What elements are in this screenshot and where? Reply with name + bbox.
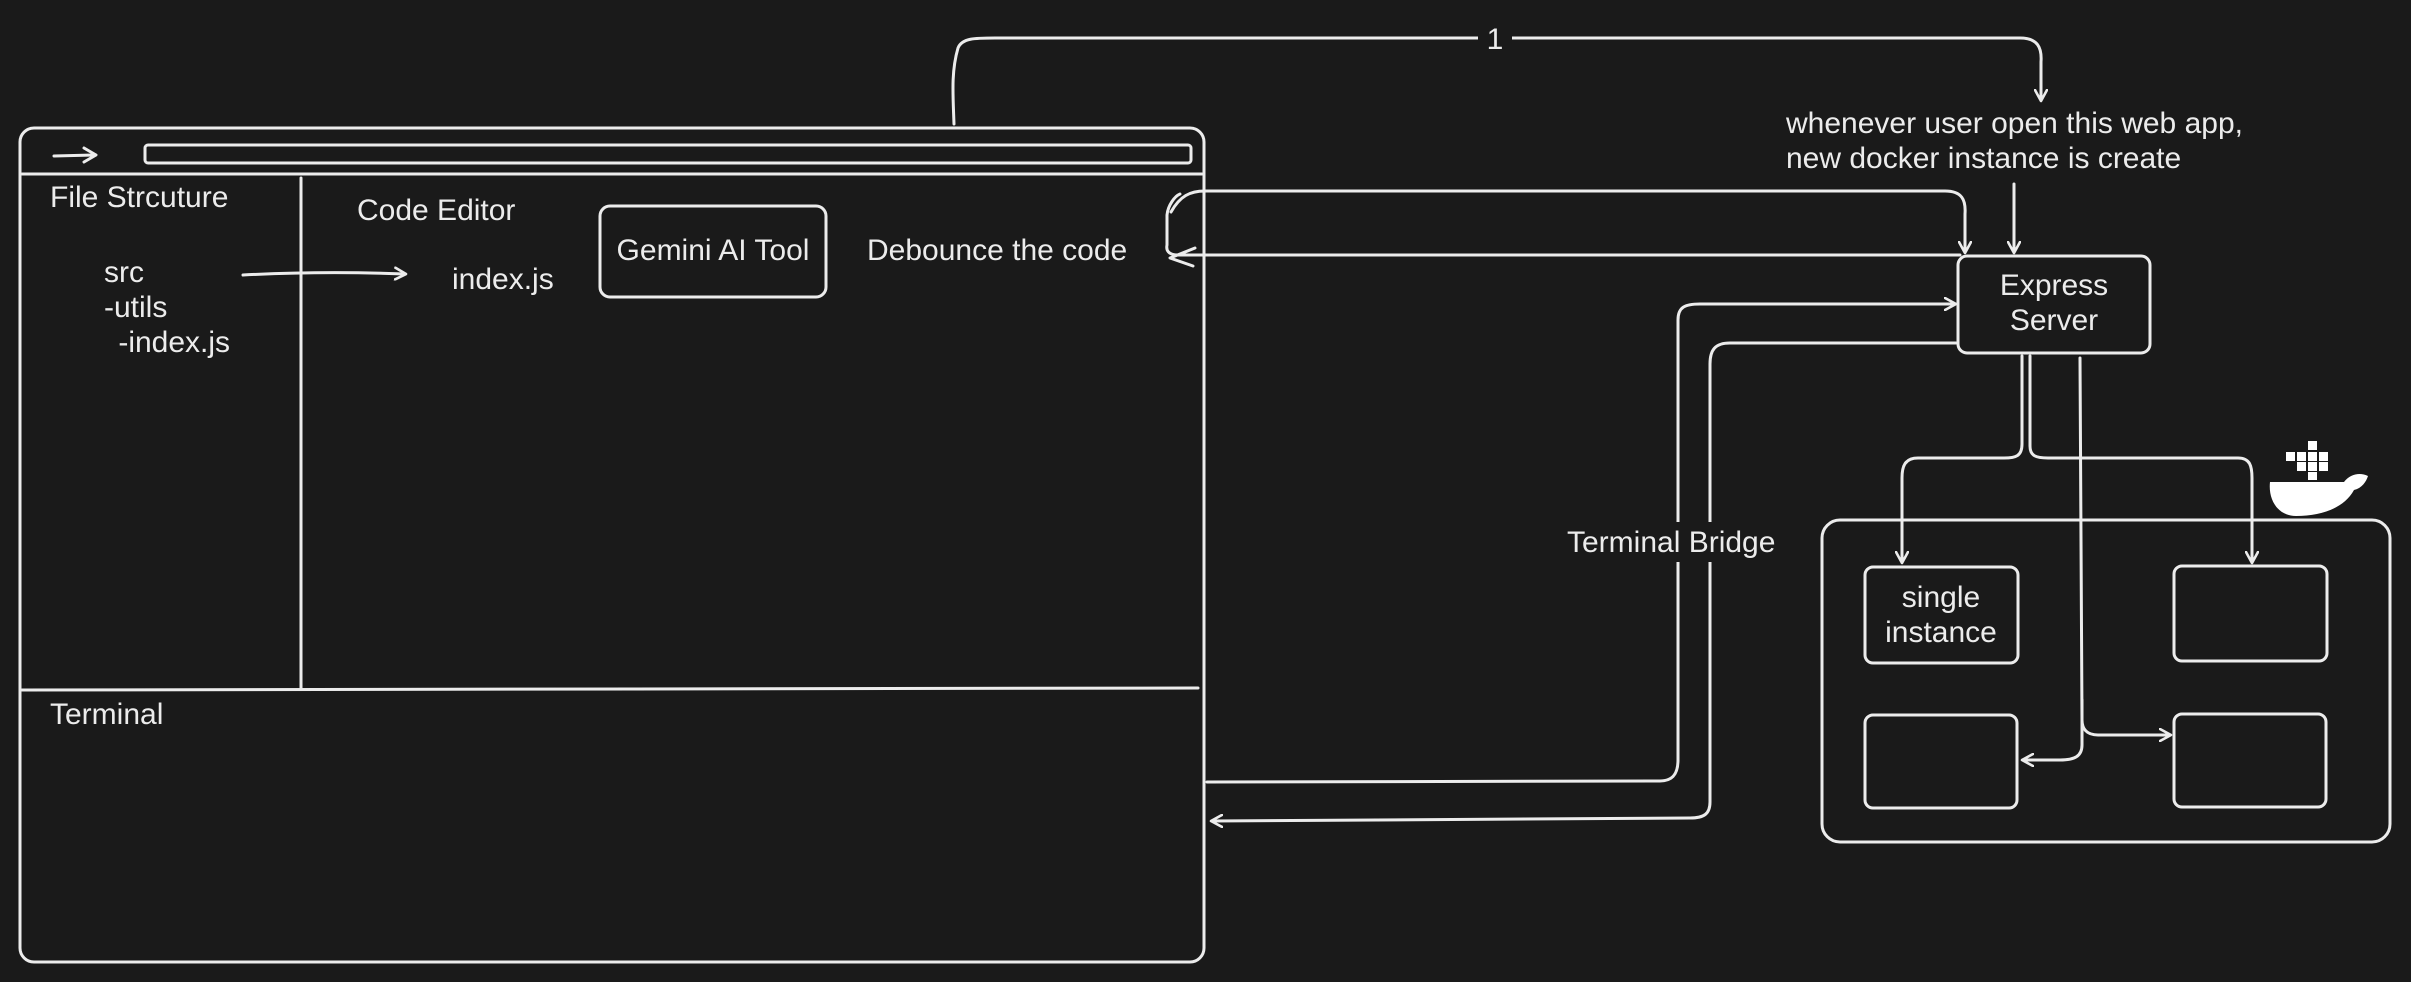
instance-box-3: [1863, 713, 2019, 810]
note-line-2: new docker instance is create: [1786, 142, 2181, 175]
express-server-line-2: Server: [2010, 304, 2098, 337]
address-bar: [143, 143, 1193, 165]
file-tree-src: src: [104, 256, 144, 289]
connector-open-app: 1 whenever user open this web app, new d…: [951, 22, 2243, 252]
browser-frame: [18, 126, 1206, 964]
instance-box-1: [1863, 565, 2020, 665]
debounce-label: Debounce the code: [867, 234, 1127, 267]
express-server-box: [1956, 254, 2152, 355]
file-structure-title: File Strcuture: [50, 181, 228, 214]
docker-whale-icon: [2269, 441, 2368, 516]
docker-group-frame: [1820, 518, 2392, 844]
editor-file-name: index.js: [452, 263, 554, 296]
terminal-bridge: Terminal Bridge: [1205, 304, 1958, 821]
docker-group: single instance: [1820, 441, 2392, 844]
express-server: Express Server: [1956, 254, 2152, 355]
file-to-editor-arrow: [241, 273, 405, 275]
instance-1-line-1: single: [1902, 581, 1980, 614]
express-server-line-1: Express: [2000, 269, 2108, 302]
server-to-editor-arrowhead: [1168, 246, 1197, 268]
code-editor-title: Code Editor: [357, 194, 515, 227]
server-to-debounce-arrow: [1165, 192, 1962, 257]
file-tree-utils: -utils: [104, 291, 167, 324]
server-to-instance-3-arrow: [2023, 698, 2084, 760]
file-tree-index: -index.js: [110, 326, 230, 359]
instance-box-4: [2172, 712, 2328, 809]
server-to-instance-1-arrow: [1902, 354, 2024, 562]
server-to-instance-2-arrow: [2028, 354, 2252, 562]
terminal-divider: [20, 686, 1200, 692]
right-arrow-icon: [52, 146, 98, 164]
instance-1-line-2: instance: [1885, 616, 1997, 649]
gemini-ai-tool-label: Gemini AI Tool: [617, 234, 810, 267]
debounce-to-server-arrow: [1169, 189, 1965, 252]
connector-open-app-line: [951, 36, 2041, 126]
note-line-1: whenever user open this web app,: [1785, 107, 2243, 140]
server-to-terminal-arrow: [1212, 341, 1958, 821]
browser-window: File Strcuture src -utils -index.js Code…: [18, 126, 1206, 964]
gemini-ai-tool-box: [598, 204, 828, 299]
connector-step-number: 1: [1487, 23, 1504, 56]
terminal-title: Terminal: [50, 698, 163, 731]
terminal-bridge-label: Terminal Bridge: [1567, 526, 1775, 559]
instance-box-2: [2172, 564, 2329, 663]
server-to-instances-3-4-arrow: [2078, 356, 2170, 735]
